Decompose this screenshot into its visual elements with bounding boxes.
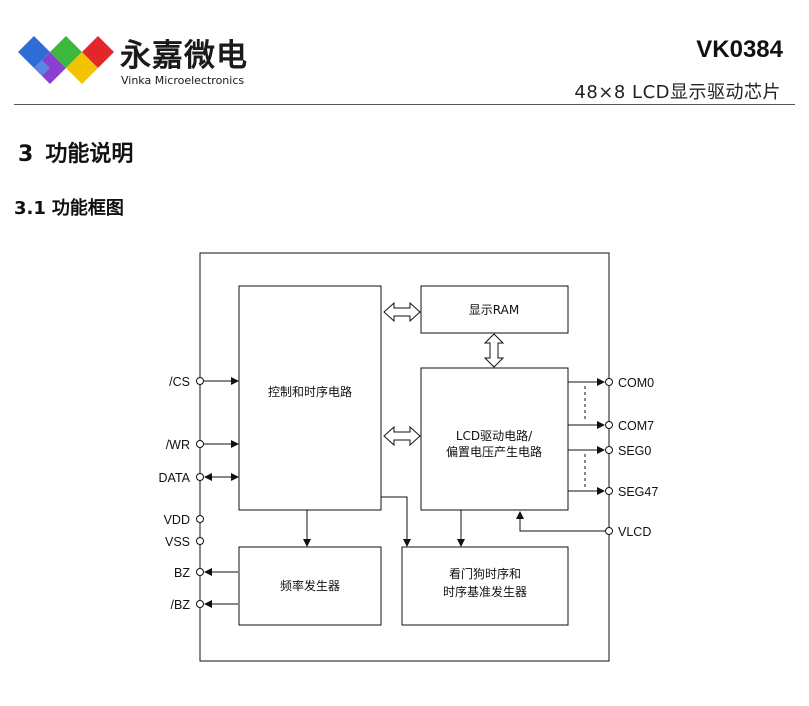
watchdog-label-2: 时序基准发生器 xyxy=(443,584,527,599)
pin-cs-label: /CS xyxy=(169,375,190,389)
pin-vss-label: VSS xyxy=(165,535,190,549)
section-number: 3 xyxy=(18,142,34,167)
pin-com0-label: COM0 xyxy=(618,376,654,390)
display-ram-label: 显示RAM xyxy=(469,303,519,317)
pin-vdd-label: VDD xyxy=(164,513,190,527)
pin-seg47: SEG47 xyxy=(568,485,658,499)
pin-vlcd: VLCD xyxy=(516,511,651,539)
bus-arrow-ram-lcd xyxy=(483,333,505,368)
pin-bz-n-label: /BZ xyxy=(171,598,191,612)
part-description: 48×8 LCD显示驱动芯片 xyxy=(574,82,781,103)
pin-bz-label: BZ xyxy=(174,566,190,580)
subsection-number: 3.1 xyxy=(14,198,46,219)
pin-com7-label: COM7 xyxy=(618,419,654,433)
watchdog-label-1: 看门狗时序和 xyxy=(449,566,521,581)
lcd-driver-label-1: LCD驱动电路/ xyxy=(456,428,533,443)
pin-cs: /CS xyxy=(169,375,239,389)
pin-data-label: DATA xyxy=(159,471,191,485)
pin-data: DATA xyxy=(159,471,239,485)
bus-arrow-control-ram xyxy=(383,301,421,323)
pin-vlcd-label: VLCD xyxy=(618,525,651,539)
link-control-to-watchdog xyxy=(381,496,411,547)
brand-name-cn: 永嘉微电 xyxy=(120,38,248,74)
pin-vss: VSS xyxy=(165,535,204,549)
control-timing-label: 控制和时序电路 xyxy=(268,384,352,399)
pin-seg0-label: SEG0 xyxy=(618,444,651,458)
vinka-logo-icon xyxy=(18,36,114,84)
lcd-driver-label-2: 偏置电压产生电路 xyxy=(446,444,542,459)
pin-seg0: SEG0 xyxy=(568,444,651,458)
pin-vdd: VDD xyxy=(164,513,204,527)
pin-wr-label: /WR xyxy=(166,438,190,452)
frequency-generator-label: 频率发生器 xyxy=(280,578,340,593)
chip-outline xyxy=(199,252,610,662)
header-divider xyxy=(14,104,795,105)
frequency-generator-block xyxy=(238,546,382,626)
pin-com0: COM0 xyxy=(568,376,654,390)
pin-bz-n: /BZ xyxy=(171,598,238,612)
pin-wr: /WR xyxy=(166,438,239,452)
display-ram-block xyxy=(420,285,569,334)
watchdog-block xyxy=(401,546,569,626)
section-title: 功能说明 xyxy=(45,142,134,167)
pin-seg47-label: SEG47 xyxy=(618,485,658,499)
section-heading: 3 功能说明 xyxy=(18,136,133,168)
part-number: VK0384 xyxy=(696,36,783,63)
bus-arrow-control-lcd xyxy=(383,425,421,447)
control-timing-block xyxy=(238,285,382,511)
pin-com7: COM7 xyxy=(568,419,654,433)
lcd-driver-block xyxy=(420,367,569,511)
subsection-title: 功能框图 xyxy=(51,198,124,219)
pin-bz: BZ xyxy=(174,566,238,580)
brand-name-en: Vinka Microelectronics xyxy=(121,74,245,87)
